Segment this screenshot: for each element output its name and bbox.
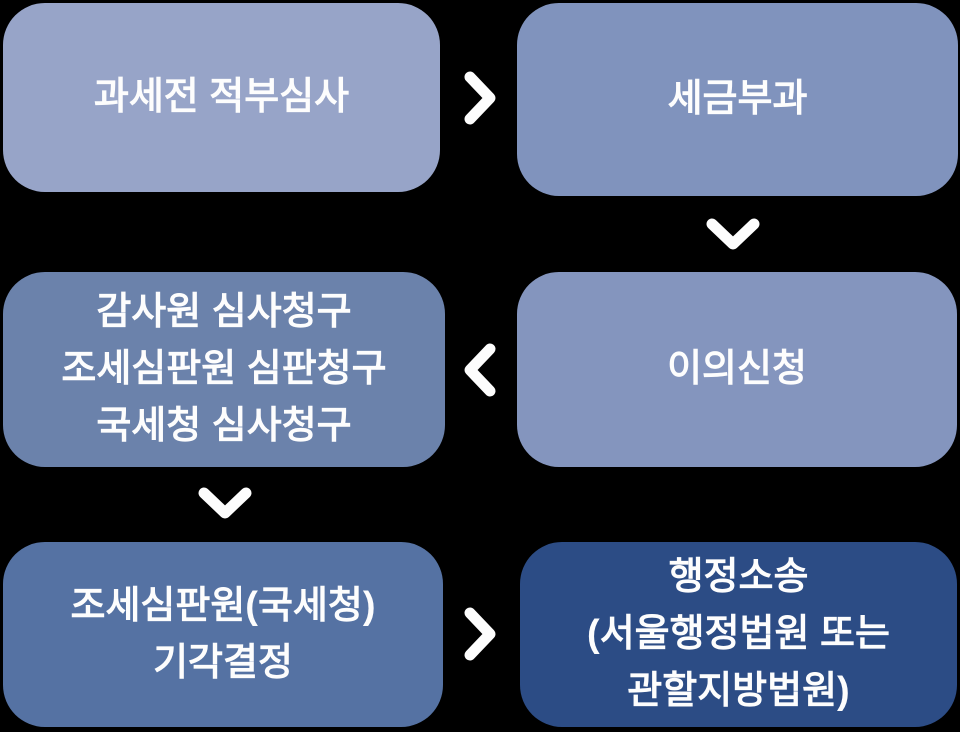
step-text-line: 조세심판원 심판청구 [61, 348, 387, 390]
step-text-line: 감사원 심사청구 [96, 291, 352, 333]
step-text-line: 기각결정 [153, 641, 293, 684]
chevron-right-icon [464, 71, 496, 125]
step-text-line: 세금부과 [667, 78, 808, 120]
chevron-right-icon [464, 607, 496, 661]
step-text-line: 과세전 적부심사 [93, 76, 350, 118]
flow-step-label: 세금부과 [668, 71, 808, 128]
flow-step-appeal-requests: 감사원 심사청구 조세심판원 심판청구 국세청 심사청구 [3, 272, 445, 467]
flow-step-label: 이의신청 [667, 341, 807, 398]
chevron-down-icon [706, 218, 760, 250]
flow-step-label: 조세심판원(국세청) 기각결정 [71, 578, 376, 692]
flow-step-objection: 이의신청 [517, 272, 957, 467]
step-text-line: 조세심판원(국세청) [70, 584, 376, 627]
step-text-line: (서울행정법원 또는 [587, 613, 890, 655]
flow-step-administrative-litigation: 행정소송 (서울행정법원 또는 관할지방법원) [520, 542, 957, 727]
flow-step-label: 행정소송 (서울행정법원 또는 관할지방법원) [587, 549, 890, 720]
step-text-line: 국세청 심사청구 [96, 405, 352, 447]
step-text-line: 이의신청 [667, 348, 807, 390]
flow-step-tax-imposition: 세금부과 [517, 3, 958, 196]
flow-step-label: 과세전 적부심사 [94, 69, 349, 126]
chevron-down-icon [198, 487, 252, 519]
step-text-line: 관할지방법원) [627, 670, 850, 712]
flow-step-label: 감사원 심사청구 조세심판원 심판청구 국세청 심사청구 [61, 284, 386, 455]
chevron-left-icon [464, 343, 496, 397]
flow-step-pre-assessment-review: 과세전 적부심사 [3, 3, 440, 192]
flow-step-tribunal-dismissal: 조세심판원(국세청) 기각결정 [3, 542, 443, 727]
step-text-line: 행정소송 [668, 556, 809, 598]
